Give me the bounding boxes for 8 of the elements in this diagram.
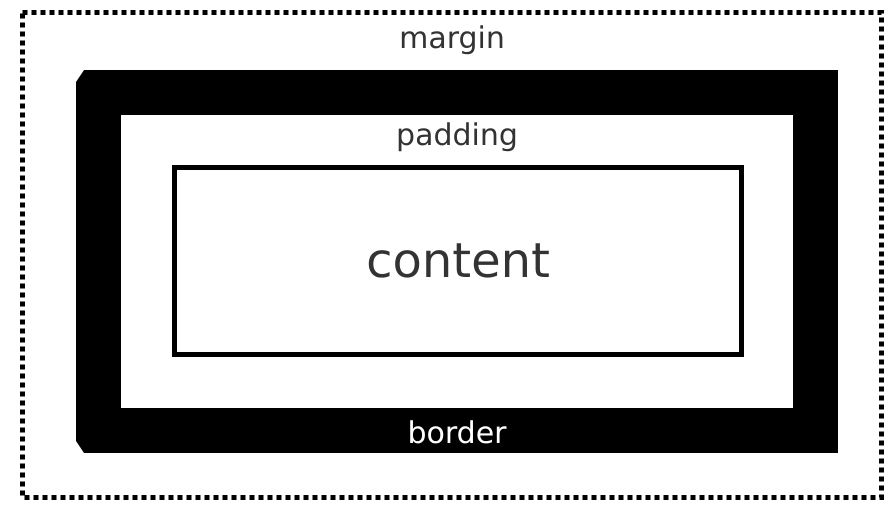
padding-label: padding xyxy=(395,121,519,151)
border-frame xyxy=(76,70,838,453)
content-label: content xyxy=(366,237,550,285)
content-box xyxy=(172,165,744,357)
padding-area xyxy=(121,115,793,408)
border-label: border xyxy=(406,419,508,449)
margin-label: margin xyxy=(398,24,506,54)
margin-box xyxy=(20,10,884,500)
